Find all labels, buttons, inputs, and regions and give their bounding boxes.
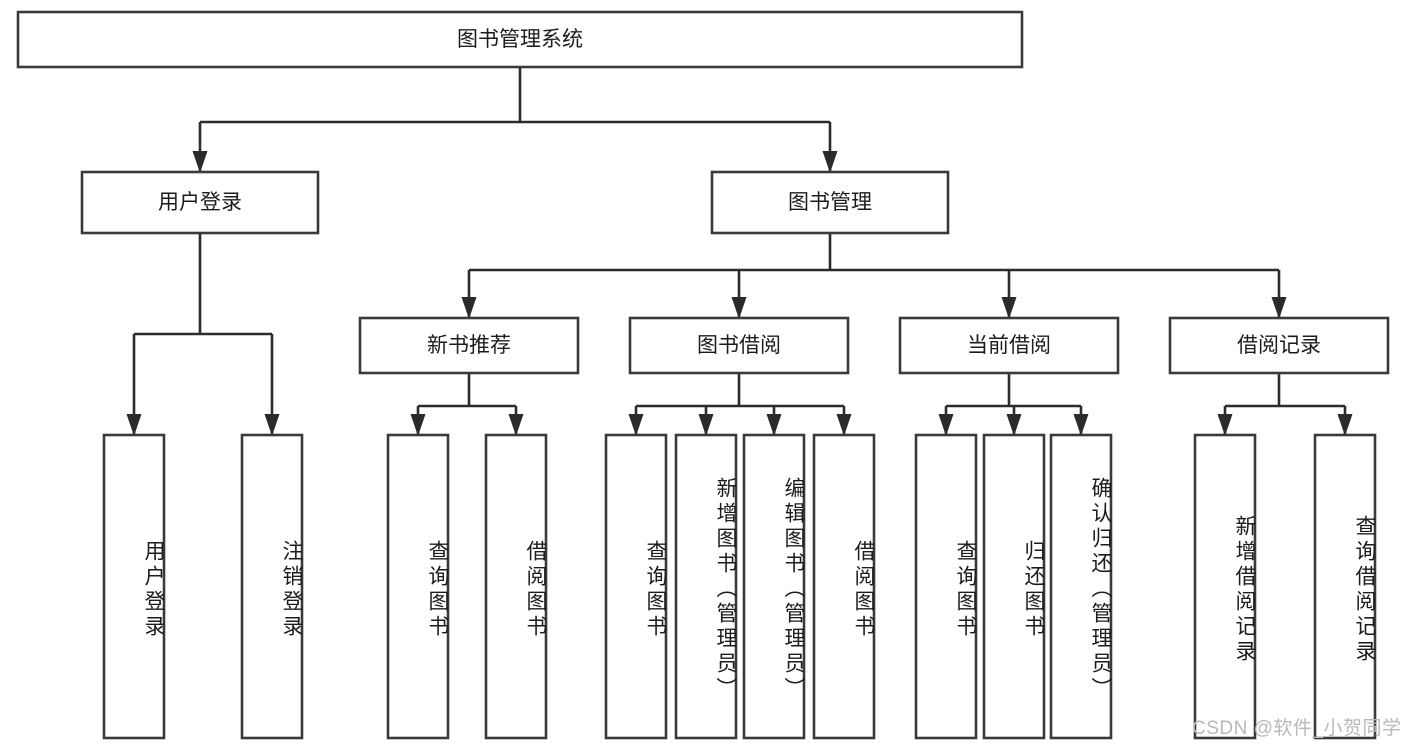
connector-arrowhead bbox=[192, 151, 208, 173]
node-box-leaf-query-record[interactable] bbox=[1313, 433, 1377, 740]
node-box-leaf-borrow-book-1[interactable] bbox=[484, 433, 548, 740]
connector-arrowhead bbox=[822, 151, 838, 173]
node-box-leaf-query-book-1[interactable] bbox=[386, 433, 450, 740]
node-box-current-borrow[interactable] bbox=[898, 316, 1120, 375]
node-label-book-manage: 图书管理 bbox=[788, 191, 872, 214]
node-label-book-borrow: 图书借阅 bbox=[697, 334, 781, 357]
node-box-leaf-confirm-return[interactable] bbox=[1049, 433, 1113, 740]
node-box-layer bbox=[16, 10, 1390, 740]
node-label-borrow-record: 借阅记录 bbox=[1237, 334, 1321, 357]
node-box-book-borrow[interactable] bbox=[628, 316, 850, 375]
node-box-leaf-user-login[interactable] bbox=[102, 433, 166, 740]
connector-arrowhead bbox=[1217, 414, 1233, 436]
node-box-leaf-add-record[interactable] bbox=[1193, 433, 1257, 740]
node-box-leaf-user-logout[interactable] bbox=[240, 433, 304, 740]
connector-arrowhead bbox=[628, 414, 644, 436]
connector-arrowhead bbox=[508, 414, 524, 436]
connector-arrowhead bbox=[126, 414, 142, 436]
node-box-book-manage[interactable] bbox=[710, 170, 950, 235]
node-box-leaf-borrow-book-2[interactable] bbox=[812, 433, 876, 740]
node-label-new-book-recommend: 新书推荐 bbox=[427, 334, 511, 357]
connector-layer bbox=[126, 67, 1353, 436]
node-box-root[interactable] bbox=[16, 10, 1024, 69]
node-box-leaf-query-book-2[interactable] bbox=[604, 433, 668, 740]
connector-arrowhead bbox=[698, 414, 714, 436]
connector-arrowhead bbox=[264, 414, 280, 436]
connector-arrowhead bbox=[1271, 297, 1287, 319]
connector-arrowhead bbox=[1006, 414, 1022, 436]
csdn-watermark: CSDN @软件_小贺同学 bbox=[1192, 718, 1402, 739]
connector-arrowhead bbox=[836, 414, 852, 436]
connector-arrowhead bbox=[1001, 297, 1017, 319]
connector-arrowhead bbox=[1337, 414, 1353, 436]
node-label-current-borrow: 当前借阅 bbox=[967, 334, 1051, 357]
node-box-user-login[interactable] bbox=[80, 170, 320, 235]
node-box-leaf-edit-book[interactable] bbox=[742, 433, 806, 740]
node-box-leaf-return-book[interactable] bbox=[982, 433, 1046, 740]
connector-arrowhead bbox=[938, 414, 954, 436]
node-box-borrow-record[interactable] bbox=[1168, 316, 1390, 375]
connector-arrowhead bbox=[1073, 414, 1089, 436]
connector-arrowhead bbox=[766, 414, 782, 436]
node-box-new-book-recommend[interactable] bbox=[358, 316, 580, 375]
node-label-user-login: 用户登录 bbox=[158, 191, 242, 214]
node-box-leaf-query-book-3[interactable] bbox=[914, 433, 978, 740]
node-label-root: 图书管理系统 bbox=[457, 28, 583, 51]
connector-arrowhead bbox=[410, 414, 426, 436]
connector-arrowhead bbox=[731, 297, 747, 319]
connector-arrowhead bbox=[461, 297, 477, 319]
node-box-leaf-add-book[interactable] bbox=[674, 433, 738, 740]
